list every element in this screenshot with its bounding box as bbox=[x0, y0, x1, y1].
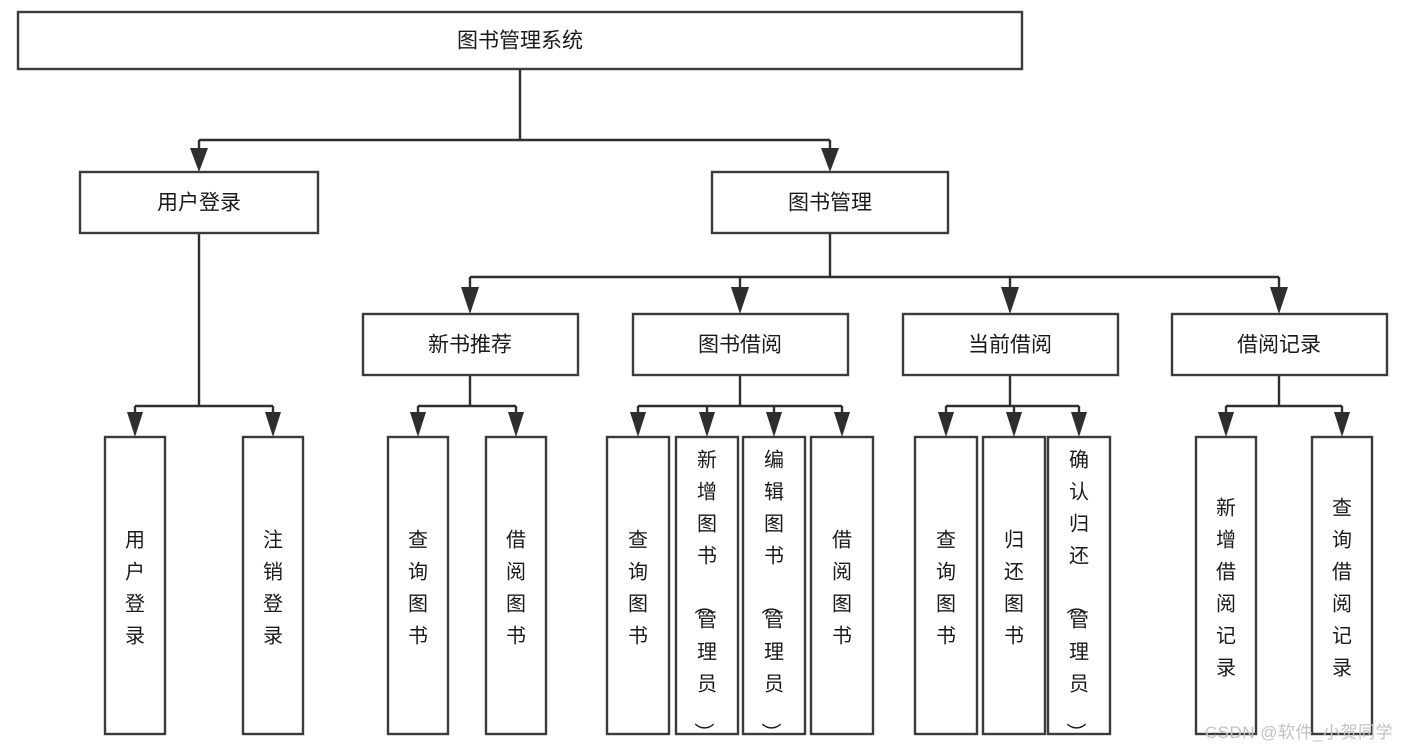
leaf-logout-label: 注销登录 bbox=[263, 528, 283, 647]
leaf-edit-book-box[interactable] bbox=[741, 435, 807, 736]
arrow-head-user-login bbox=[190, 148, 208, 172]
leaf-node-layer: 用户登录 注销登录 查询图书 借阅图书 查询图书 新增图书（管理员） 编辑图书（管理员） 借阅… bbox=[103, 435, 1374, 742]
leaf-user-login-box[interactable] bbox=[103, 435, 167, 736]
leaf-return-book-label: 归还图书 bbox=[1004, 528, 1024, 647]
node-borrow-record-label: 借阅记录 bbox=[1237, 334, 1321, 357]
arrow-head-leaf-query-book-1 bbox=[410, 412, 426, 437]
node-current-borrow-label: 当前借阅 bbox=[968, 334, 1052, 357]
leaf-query-book-2-label: 查询图书 bbox=[628, 528, 648, 647]
leaf-confirm-return-label: 确认归还（管理员） bbox=[1064, 448, 1089, 742]
leaf-query-book-1-box[interactable] bbox=[386, 435, 450, 736]
node-current-borrow[interactable]: 当前借阅 bbox=[901, 312, 1120, 377]
leaf-query-record-box[interactable] bbox=[1310, 435, 1374, 736]
leaf-borrow-book-1[interactable]: 借阅图书 bbox=[484, 435, 548, 736]
leaf-add-record[interactable]: 新增借阅记录 bbox=[1194, 435, 1258, 736]
arrow-head-leaf-edit-book bbox=[766, 412, 782, 437]
node-book-mgmt-label: 图书管理 bbox=[788, 192, 872, 215]
leaf-return-book[interactable]: 归还图书 bbox=[981, 435, 1047, 736]
arrow-head-leaf-add-book bbox=[699, 412, 715, 437]
leaf-query-book-2[interactable]: 查询图书 bbox=[605, 435, 671, 736]
node-new-book-rec-label: 新书推荐 bbox=[428, 334, 512, 357]
leaf-borrow-book-2-box[interactable] bbox=[809, 435, 875, 736]
leaf-borrow-book-1-label: 借阅图书 bbox=[506, 528, 526, 647]
leaf-user-login-label: 用户登录 bbox=[125, 529, 145, 647]
leaf-add-book-box[interactable] bbox=[674, 435, 740, 736]
node-root-label: 图书管理系统 bbox=[457, 30, 583, 53]
leaf-query-book-2-box[interactable] bbox=[605, 435, 671, 736]
connector-group-current-borrow-to-leaves bbox=[938, 375, 1087, 437]
leaf-add-book[interactable]: 新增图书（管理员） bbox=[674, 435, 740, 742]
node-new-book-rec[interactable]: 新书推荐 bbox=[361, 312, 580, 377]
leaf-query-book-3-box[interactable] bbox=[913, 435, 979, 736]
node-current-borrow-box[interactable] bbox=[901, 312, 1120, 377]
connector-group-book-borrow-to-leaves bbox=[630, 375, 850, 437]
leaf-user-login[interactable]: 用户登录 bbox=[103, 435, 167, 736]
leaf-add-record-box[interactable] bbox=[1194, 435, 1258, 736]
arrow-head-leaf-query-record bbox=[1334, 412, 1350, 437]
arrow-head-leaf-query-book-3 bbox=[938, 412, 954, 437]
node-root[interactable]: 图书管理系统 bbox=[16, 10, 1024, 71]
arrow-head-new-book-rec bbox=[461, 287, 479, 314]
node-root-box[interactable] bbox=[16, 10, 1024, 71]
node-borrow-record[interactable]: 借阅记录 bbox=[1170, 312, 1389, 377]
node-user-login[interactable]: 用户登录 bbox=[78, 170, 320, 235]
arrow-head-leaf-borrow-book-2 bbox=[834, 412, 850, 437]
leaf-confirm-return[interactable]: 确认归还（管理员） bbox=[1046, 435, 1112, 742]
leaf-borrow-book-2-label: 借阅图书 bbox=[832, 528, 852, 647]
leaf-confirm-return-box[interactable] bbox=[1046, 435, 1112, 736]
leaf-logout-box[interactable] bbox=[241, 435, 305, 736]
node-book-borrow-label: 图书借阅 bbox=[698, 334, 782, 357]
arrow-head-leaf-query-book-2 bbox=[630, 412, 646, 437]
arrow-head-book-borrow bbox=[731, 287, 749, 314]
arrow-head-leaf-add-record bbox=[1218, 412, 1234, 437]
connector-group-new-book-rec-to-leaves bbox=[410, 375, 524, 437]
leaf-borrow-book-1-box[interactable] bbox=[484, 435, 548, 736]
leaf-query-book-1[interactable]: 查询图书 bbox=[386, 435, 450, 736]
node-book-mgmt[interactable]: 图书管理 bbox=[710, 170, 950, 235]
arrow-head-leaf-user-login bbox=[127, 412, 143, 437]
connector-group-book-mgmt-to-level3 bbox=[461, 233, 1288, 314]
leaf-borrow-book-2[interactable]: 借阅图书 bbox=[809, 435, 875, 736]
arrow-head-leaf-logout bbox=[265, 412, 281, 437]
leaf-query-book-3[interactable]: 查询图书 bbox=[913, 435, 979, 736]
node-user-login-label: 用户登录 bbox=[157, 192, 241, 215]
arrow-head-leaf-borrow-book-1 bbox=[508, 412, 524, 437]
leaf-edit-book-label: 编辑图书（管理员） bbox=[759, 448, 784, 742]
leaf-add-book-label: 新增图书（管理员） bbox=[692, 448, 717, 742]
leaf-add-record-label: 新增借阅记录 bbox=[1216, 496, 1236, 679]
arrow-head-leaf-return-book bbox=[1006, 412, 1022, 437]
node-book-borrow-box[interactable] bbox=[631, 312, 850, 377]
leaf-return-book-box[interactable] bbox=[981, 435, 1047, 736]
leaf-query-record-label: 查询借阅记录 bbox=[1332, 496, 1352, 679]
node-borrow-record-box[interactable] bbox=[1170, 312, 1389, 377]
leaf-query-record[interactable]: 查询借阅记录 bbox=[1310, 435, 1374, 736]
node-book-mgmt-box[interactable] bbox=[710, 170, 950, 235]
connector-group-borrow-record-to-leaves bbox=[1218, 375, 1350, 437]
arrow-head-current-borrow bbox=[1001, 287, 1019, 314]
connector-group-user-login-to-leaves bbox=[127, 233, 281, 437]
node-new-book-rec-box[interactable] bbox=[361, 312, 580, 377]
node-book-borrow[interactable]: 图书借阅 bbox=[631, 312, 850, 377]
node-user-login-box[interactable] bbox=[78, 170, 320, 235]
leaf-query-book-3-label: 查询图书 bbox=[936, 528, 956, 647]
connector-group-root-to-level2 bbox=[190, 69, 839, 172]
leaf-logout[interactable]: 注销登录 bbox=[241, 435, 305, 736]
arrow-head-borrow-record bbox=[1270, 287, 1288, 314]
arrow-head-book-mgmt bbox=[821, 148, 839, 172]
leaf-edit-book[interactable]: 编辑图书（管理员） bbox=[741, 435, 807, 742]
arrow-head-leaf-confirm-return bbox=[1071, 412, 1087, 437]
leaf-query-book-1-label: 查询图书 bbox=[408, 528, 428, 647]
